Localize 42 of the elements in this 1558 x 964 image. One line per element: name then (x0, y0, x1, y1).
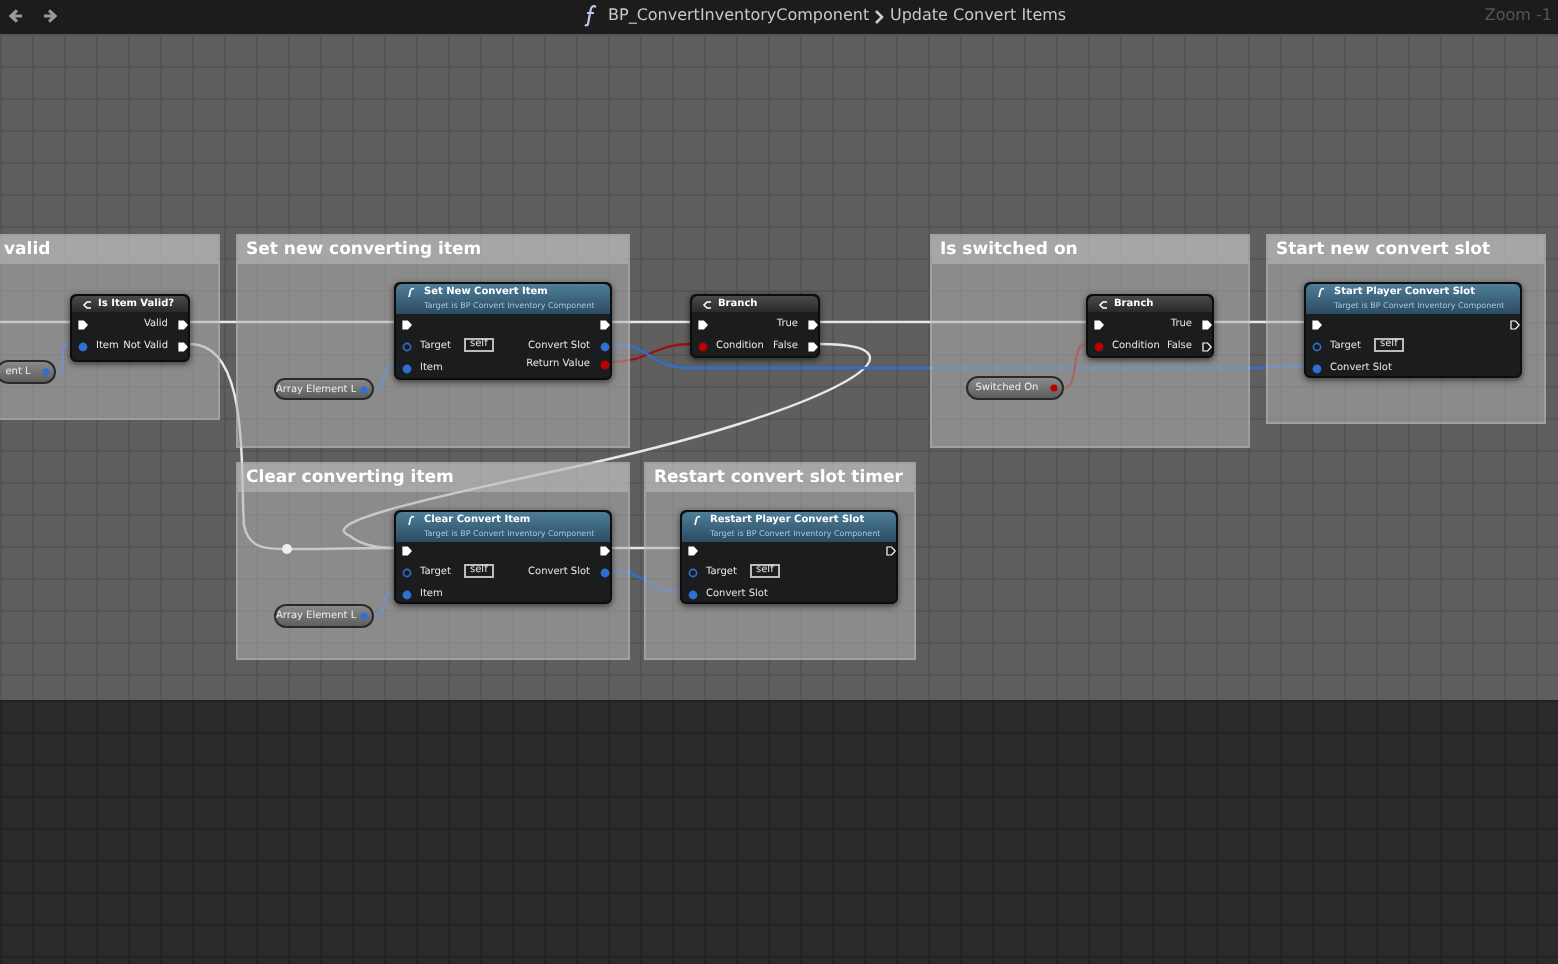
comment-box (1266, 234, 1546, 424)
function-node (1304, 282, 1522, 378)
exec-wire (343, 342, 870, 550)
function-node (394, 282, 612, 380)
comment-box (236, 234, 630, 448)
blueprint-node (1086, 294, 1214, 358)
comment-box (236, 462, 630, 660)
variable-node (966, 376, 1064, 400)
data-wire (611, 568, 681, 594)
function-node (394, 510, 612, 604)
blueprint-node (70, 294, 190, 362)
data-wire (1063, 342, 1087, 390)
exec-wire (0, 320, 70, 324)
function-node (680, 510, 898, 604)
variable-node (0, 360, 56, 384)
breadcrumb-link: BP_ConvertInventoryComponent (608, 6, 870, 26)
exec-wire (1214, 320, 1304, 324)
zoom-level: Zoom -1 (1484, 6, 1552, 26)
comment-box (644, 462, 916, 660)
comment-title: Start new convert slot (1276, 240, 1491, 260)
comment-title: Clear converting item (246, 468, 454, 488)
breadcrumb-current: Update Convert Items (890, 6, 1067, 26)
blueprint-node (690, 294, 820, 358)
variable-node (274, 604, 374, 628)
data-wire (373, 364, 395, 391)
comment-title: Set new converting item (246, 240, 482, 260)
data-wire (55, 342, 71, 374)
comment-box (930, 234, 1250, 448)
comment-title: valid (4, 240, 51, 260)
comment-title: Is switched on (940, 240, 1078, 260)
reroute-node (282, 544, 292, 554)
data-wire (373, 590, 395, 618)
variable-node (274, 378, 374, 400)
comment-title: Restart convert slot timer (654, 468, 903, 488)
exec-wire (190, 320, 394, 324)
data-wire (611, 342, 1304, 370)
exec-wire (189, 342, 283, 551)
exec-wire (820, 320, 1086, 324)
exec-wire (612, 546, 680, 550)
exec-wire (612, 320, 690, 324)
comment-box (0, 234, 220, 420)
data-wire (611, 342, 691, 364)
